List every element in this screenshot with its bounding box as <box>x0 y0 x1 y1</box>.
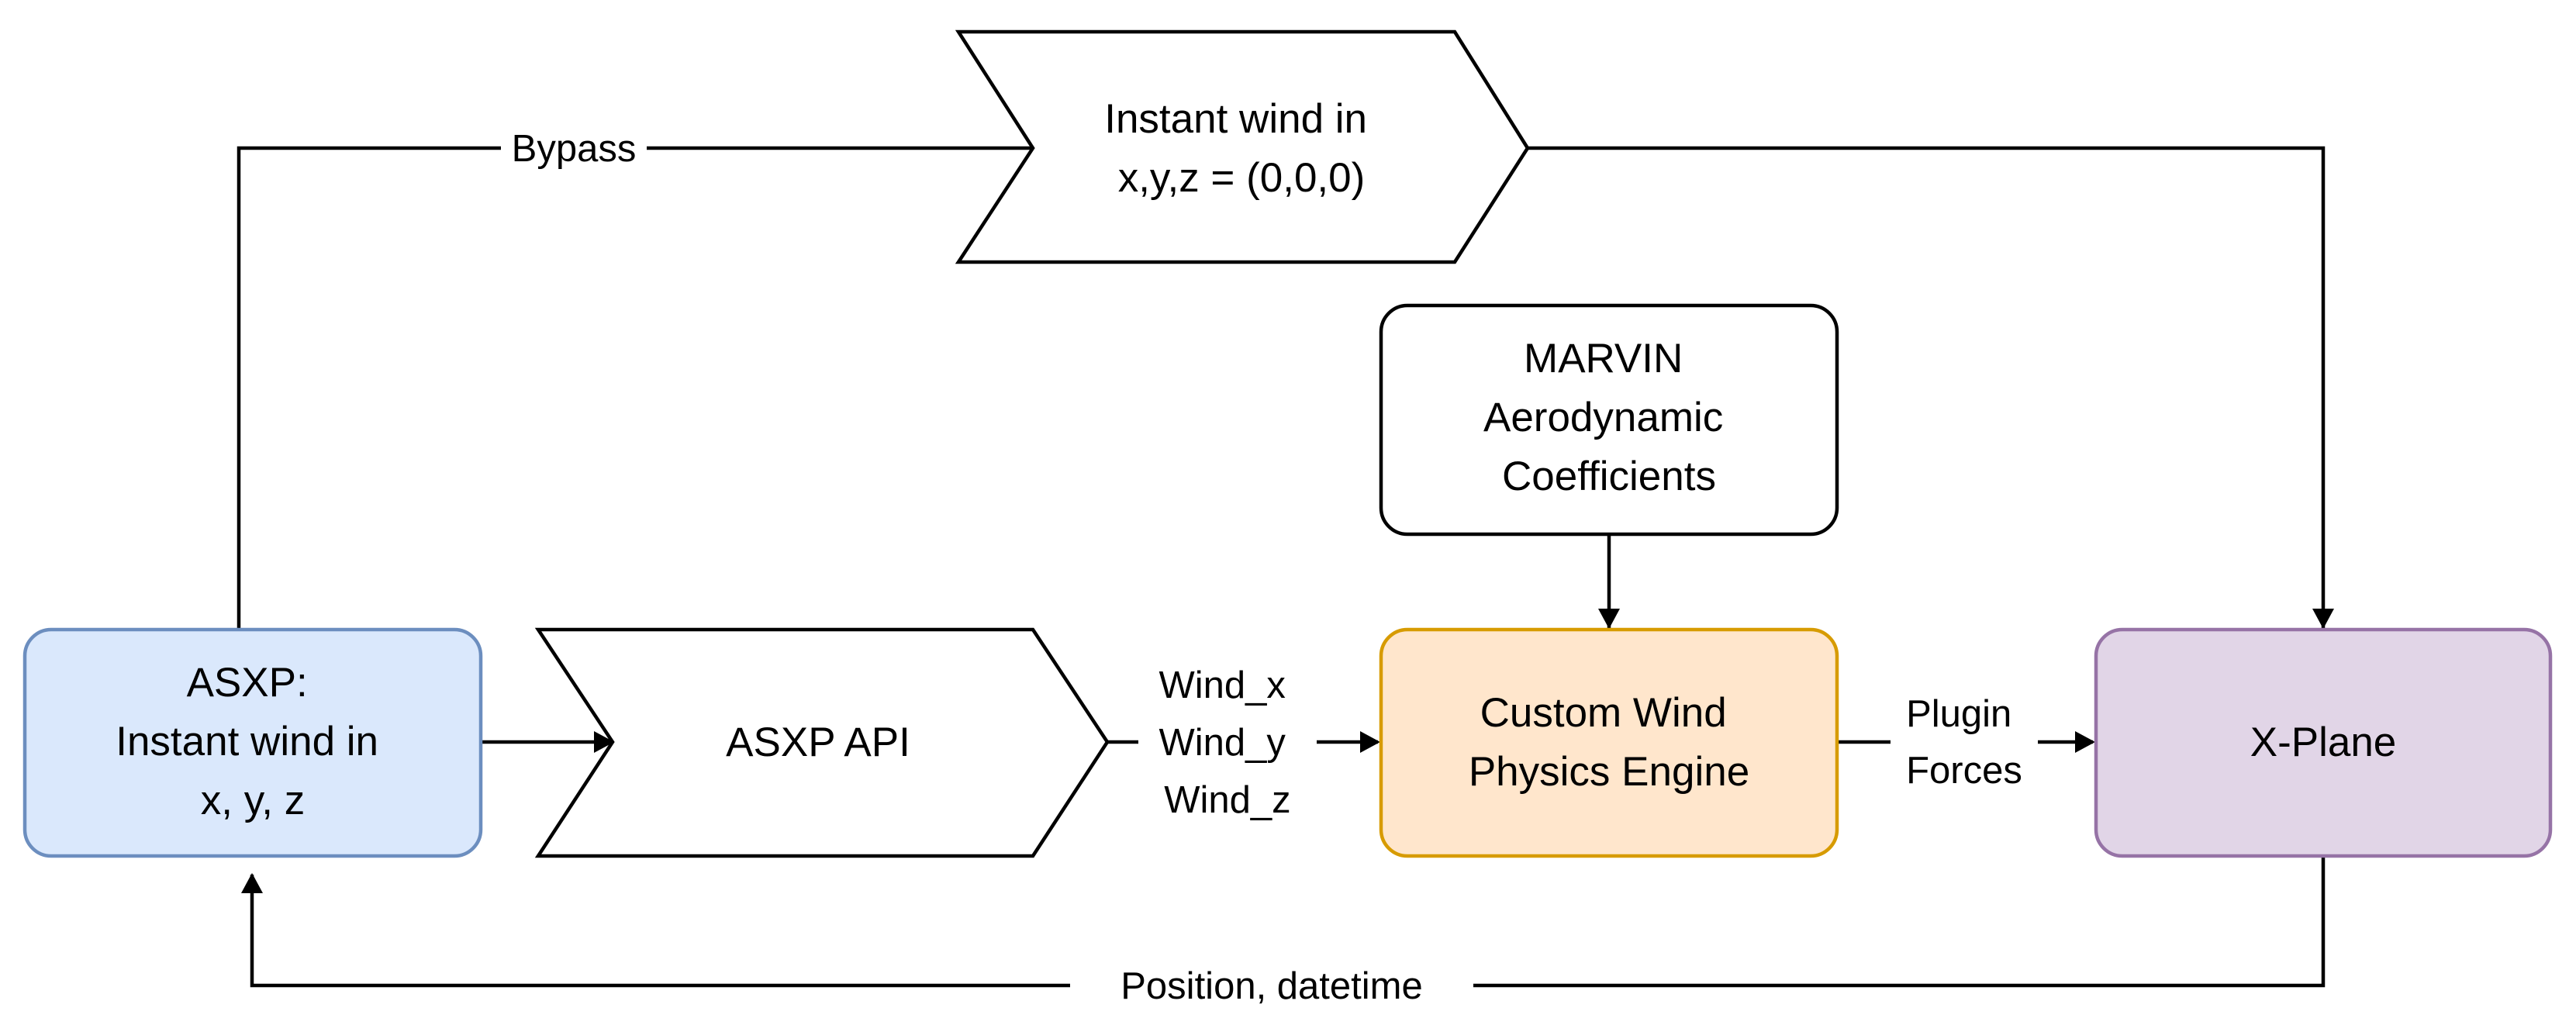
wind-z-label: Wind_z <box>1164 779 1290 821</box>
engine-label: Custom Wind Physics Engine <box>1469 690 1749 795</box>
zero-wind-line-1: Instant wind in <box>1104 96 1367 142</box>
plugin-forces-line-2: Forces <box>1906 750 2022 792</box>
x-plane-label: X-Plane <box>2250 720 2397 765</box>
wind-components-label-background <box>1138 657 1317 827</box>
xplane-top-arrowhead <box>2312 609 2334 629</box>
api-arrowhead <box>594 731 614 753</box>
engine-line-1: Custom Wind <box>1480 690 1727 736</box>
zero-wind-to-xplane-connector <box>1528 146 2326 628</box>
plugin-forces-label-background <box>1891 685 2038 800</box>
feedback-label: Position, datetime <box>1121 965 1423 1007</box>
x-plane-line-1: X-Plane <box>2250 720 2397 765</box>
marvin-arrowhead <box>1598 609 1620 629</box>
xplane-left-arrowhead <box>2075 731 2095 753</box>
asxp-source-line-1: ASXP: <box>187 660 308 706</box>
bypass-label: Bypass <box>512 128 637 170</box>
plugin-forces-label: Plugin Forces <box>1906 693 2022 792</box>
zero-wind-line-2: x,y,z = (0,0,0) <box>1118 155 1366 201</box>
zero-wind-label: Instant wind in x,y,z = (0,0,0) <box>1104 96 1379 201</box>
asxp-api-node <box>534 627 1110 858</box>
marvin-coefficients-node <box>1379 303 1839 537</box>
asxp-source-label: ASXP: Instant wind in x, y, z <box>116 660 390 823</box>
marvin-label: MARVIN Aerodynamic Coefficients <box>1483 336 1735 499</box>
asxp-bottom-arrowhead <box>241 873 263 893</box>
bypass-label-background <box>501 124 647 169</box>
zero-wind-node <box>955 29 1530 264</box>
engine-left-arrowhead <box>1360 731 1380 753</box>
marvin-line-3: Coefficients <box>1502 454 1716 499</box>
asxp-api-label: ASXP API <box>726 720 910 765</box>
wind-x-label: Wind_x <box>1159 664 1285 706</box>
feedback-label-background <box>1070 960 1473 1009</box>
asxp-source-line-2: Instant wind in <box>116 719 378 764</box>
bypass-label-text: Bypass <box>512 128 637 170</box>
asxp-source-node <box>22 627 483 858</box>
marvin-line-1: MARVIN <box>1524 336 1683 381</box>
engine-line-2: Physics Engine <box>1469 749 1749 795</box>
asxp-source-line-3: x, y, z <box>201 778 305 823</box>
bypass-connector <box>237 146 1030 630</box>
wind-y-label: Wind_y <box>1159 722 1286 764</box>
asxp-api-line-1: ASXP API <box>726 720 910 765</box>
custom-wind-physics-engine-node <box>1379 627 1839 858</box>
x-plane-node <box>2094 627 2553 858</box>
feedback-label-text: Position, datetime <box>1121 965 1423 1007</box>
wind-components-label: Wind_x Wind_y Wind_z <box>1159 664 1296 821</box>
plugin-forces-line-1: Plugin <box>1906 693 2011 735</box>
marvin-line-2: Aerodynamic <box>1483 395 1723 440</box>
